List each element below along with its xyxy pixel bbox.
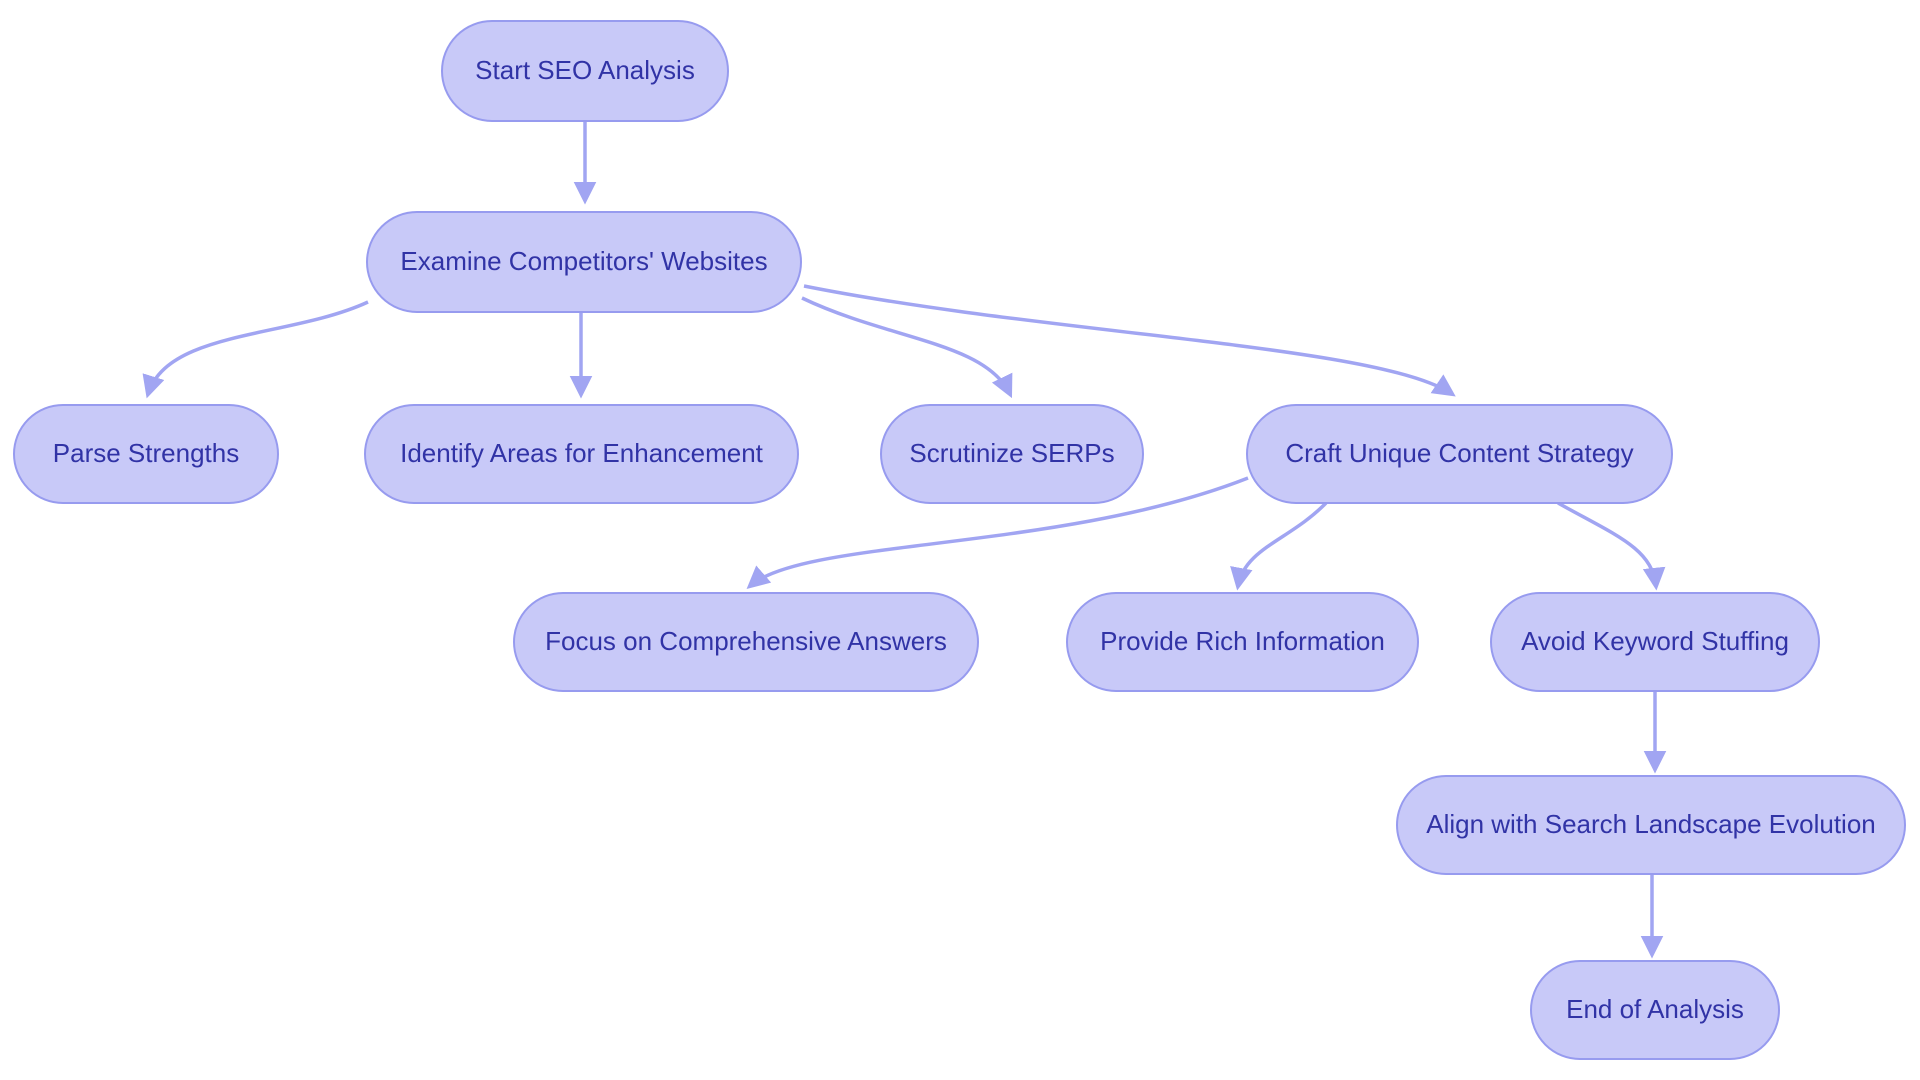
edge-examine-parse (142, 300, 369, 399)
node-parse-strengths: Parse Strengths (13, 404, 279, 504)
edge-examine-craft (803, 284, 1456, 397)
node-label: Identify Areas for Enhancement (400, 438, 763, 469)
node-scrutinize-serps: Scrutinize SERPs (880, 404, 1144, 504)
node-label: End of Analysis (1566, 994, 1744, 1025)
node-label: Scrutinize SERPs (909, 438, 1115, 469)
node-focus-on-comprehensive-answers: Focus on Comprehensive Answers (513, 592, 979, 692)
edge-examine-scrutinize (801, 296, 1013, 399)
edge-craft-avoid (1557, 501, 1666, 591)
node-craft-unique-content-strategy: Craft Unique Content Strategy (1246, 404, 1673, 504)
edge-craft-provide (1230, 501, 1328, 591)
node-avoid-keyword-stuffing: Avoid Keyword Stuffing (1490, 592, 1820, 692)
node-label: Avoid Keyword Stuffing (1521, 626, 1789, 657)
node-label: Provide Rich Information (1100, 626, 1385, 657)
node-provide-rich-information: Provide Rich Information (1066, 592, 1419, 692)
node-label: Start SEO Analysis (475, 55, 695, 86)
node-examine-competitors-websites: Examine Competitors' Websites (366, 211, 802, 313)
node-identify-areas-for-enhancement: Identify Areas for Enhancement (364, 404, 799, 504)
node-start-seo-analysis: Start SEO Analysis (441, 20, 729, 122)
node-label: Examine Competitors' Websites (400, 246, 768, 277)
node-end-of-analysis: End of Analysis (1530, 960, 1780, 1060)
node-align-with-search-landscape-evolution: Align with Search Landscape Evolution (1396, 775, 1906, 875)
node-label: Focus on Comprehensive Answers (545, 626, 947, 657)
node-label: Craft Unique Content Strategy (1285, 438, 1634, 469)
node-label: Parse Strengths (52, 438, 240, 469)
node-label: Align with Search Landscape Evolution (1426, 809, 1876, 840)
